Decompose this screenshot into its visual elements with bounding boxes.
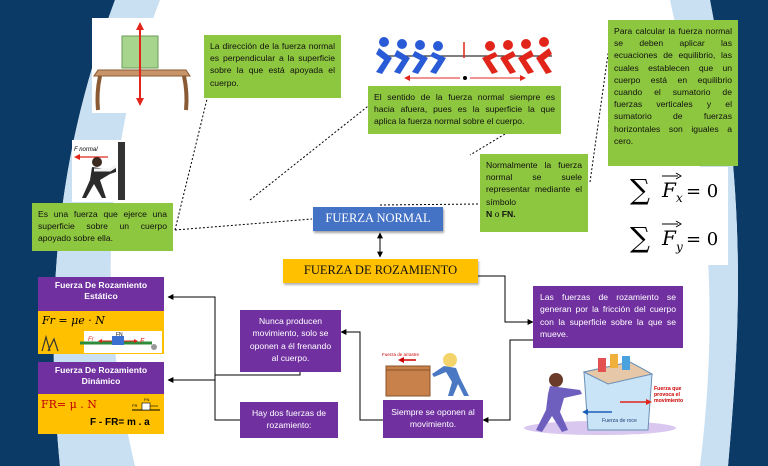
symbol-n: N bbox=[486, 208, 493, 219]
dotted-connectors bbox=[174, 39, 611, 231]
man-body bbox=[82, 167, 116, 198]
normal-arrow-head bbox=[136, 22, 144, 30]
blue-team bbox=[376, 37, 446, 74]
equilibrium-box: Para calcular la fuerza normal se deben … bbox=[608, 20, 738, 166]
boy-head bbox=[443, 353, 457, 367]
navy-right-band bbox=[710, 0, 768, 466]
dynamic-fn-label: FN bbox=[144, 397, 149, 402]
subscript-x: x bbox=[676, 191, 683, 205]
man-pushing-large-box-figure: Fuerza que provoca el movimiento Fuerza … bbox=[520, 350, 700, 436]
table-top bbox=[93, 69, 191, 77]
weight-arrow-head bbox=[136, 98, 144, 106]
arrow-generated-oppose bbox=[482, 339, 533, 423]
man-head bbox=[549, 373, 563, 387]
movement-force-label: Fuerza que provoca el movimiento bbox=[654, 386, 683, 404]
connector-definition-direction bbox=[174, 98, 208, 231]
connector-sense-symbol bbox=[469, 133, 506, 156]
man-pushing-wall-figure: F normal bbox=[72, 140, 132, 202]
force-f-y: F bbox=[661, 226, 677, 250]
red-team bbox=[482, 37, 552, 74]
oppose-box: Siempre se oponen al movimiento. bbox=[383, 400, 483, 438]
man-body bbox=[536, 386, 582, 432]
block-on-table-figure bbox=[92, 18, 192, 113]
dynamic-formula-1: FR= μ . N bbox=[41, 398, 97, 411]
connector-definition-title bbox=[174, 218, 313, 231]
symbol-fn: FN. bbox=[501, 208, 516, 219]
dynamic-friction-title: Fuerza De Rozamiento Dinámico bbox=[38, 362, 164, 394]
dynamic-formula-area: FR= μ . N F - FR= m . a FN FR bbox=[38, 394, 164, 434]
two-types-box: Hay dos fuerzas de rozamiento: bbox=[240, 402, 338, 438]
title-fuerza-rozamiento: FUERZA DE ROZAMIENTO bbox=[283, 259, 478, 283]
wall bbox=[118, 142, 125, 200]
boy-body bbox=[432, 366, 469, 396]
drag-force-label: Fuerza de arrastre bbox=[382, 352, 420, 357]
table-leg-right bbox=[182, 75, 189, 111]
dynamic-friction-panel: Fuerza De Rozamiento Dinámico FR= μ . N … bbox=[38, 362, 164, 434]
f-normal-label: F normal bbox=[74, 147, 98, 153]
symbol-line: N o FN. bbox=[486, 208, 582, 220]
dynamic-fr-label: FR bbox=[132, 403, 137, 408]
subscript-y: y bbox=[675, 240, 683, 254]
static-friction-panel: Fuerza De Rozamiento Estático Fr = μe · … bbox=[38, 277, 164, 354]
boy-pushing-box-figure: Fuerza de arrastre bbox=[380, 346, 480, 398]
symbol-box: Normalmente la fuerza normal se suele re… bbox=[480, 154, 588, 232]
equilibrium-equations: ∑ F x = 0 ∑ F y = 0 bbox=[628, 167, 728, 265]
friction-force-label: Fuerza de roce bbox=[602, 418, 637, 424]
sum-symbol-y: ∑ bbox=[630, 221, 650, 254]
arrow-rozamiento-generated bbox=[478, 275, 534, 325]
arrow-to-dynamic bbox=[167, 377, 240, 421]
static-formula-area: Fr = μe · N Fr FN F bbox=[38, 311, 164, 354]
static-block bbox=[112, 336, 124, 345]
dynamic-mini-diagram: FN FR bbox=[130, 396, 162, 414]
table-leg-left bbox=[95, 75, 102, 111]
static-friction-title: Fuerza De Rozamiento Estático bbox=[38, 277, 164, 311]
arrow-oppose-nomotion bbox=[340, 329, 383, 421]
static-fn-label: FN bbox=[116, 332, 123, 338]
friction-generated-box: Las fuerzas de rozamiento se generan por… bbox=[533, 286, 683, 348]
tug-of-war-figure bbox=[370, 28, 560, 86]
connector-title-sense bbox=[249, 102, 373, 201]
equations-svg: ∑ F x = 0 ∑ F y = 0 bbox=[630, 172, 718, 254]
sense-box: El sentido de la fuerza normal siempre e… bbox=[368, 86, 561, 134]
man-head bbox=[92, 157, 102, 167]
static-diagram: Fr FN F bbox=[40, 331, 162, 353]
equals-zero-x: = 0 bbox=[686, 181, 718, 202]
no-motion-box: Nunca producen movimiento, solo se opone… bbox=[240, 310, 341, 372]
symbol-text: Normalmente la fuerza normal se suele re… bbox=[486, 160, 582, 207]
direction-box: La dirección de la fuerza normal es perp… bbox=[204, 35, 341, 98]
dynamic-formula-2: F - FR= m . a bbox=[90, 417, 150, 428]
wooden-box bbox=[385, 365, 431, 397]
static-formula: Fr = μe · N bbox=[42, 314, 105, 327]
definition-box: Es una fuerza que ejerce una superficie … bbox=[32, 203, 173, 251]
static-fr-label: Fr bbox=[88, 337, 95, 343]
symbol-or: o bbox=[494, 208, 500, 219]
sum-symbol-x: ∑ bbox=[630, 173, 650, 206]
force-f-x: F bbox=[661, 178, 677, 202]
equals-zero-y: = 0 bbox=[686, 229, 718, 250]
static-f-label: F bbox=[140, 338, 145, 345]
connector-symbol-equilibrium bbox=[589, 39, 611, 183]
connector-title-symbol bbox=[379, 203, 481, 206]
title-fuerza-normal: FUERZA NORMAL bbox=[313, 207, 443, 231]
